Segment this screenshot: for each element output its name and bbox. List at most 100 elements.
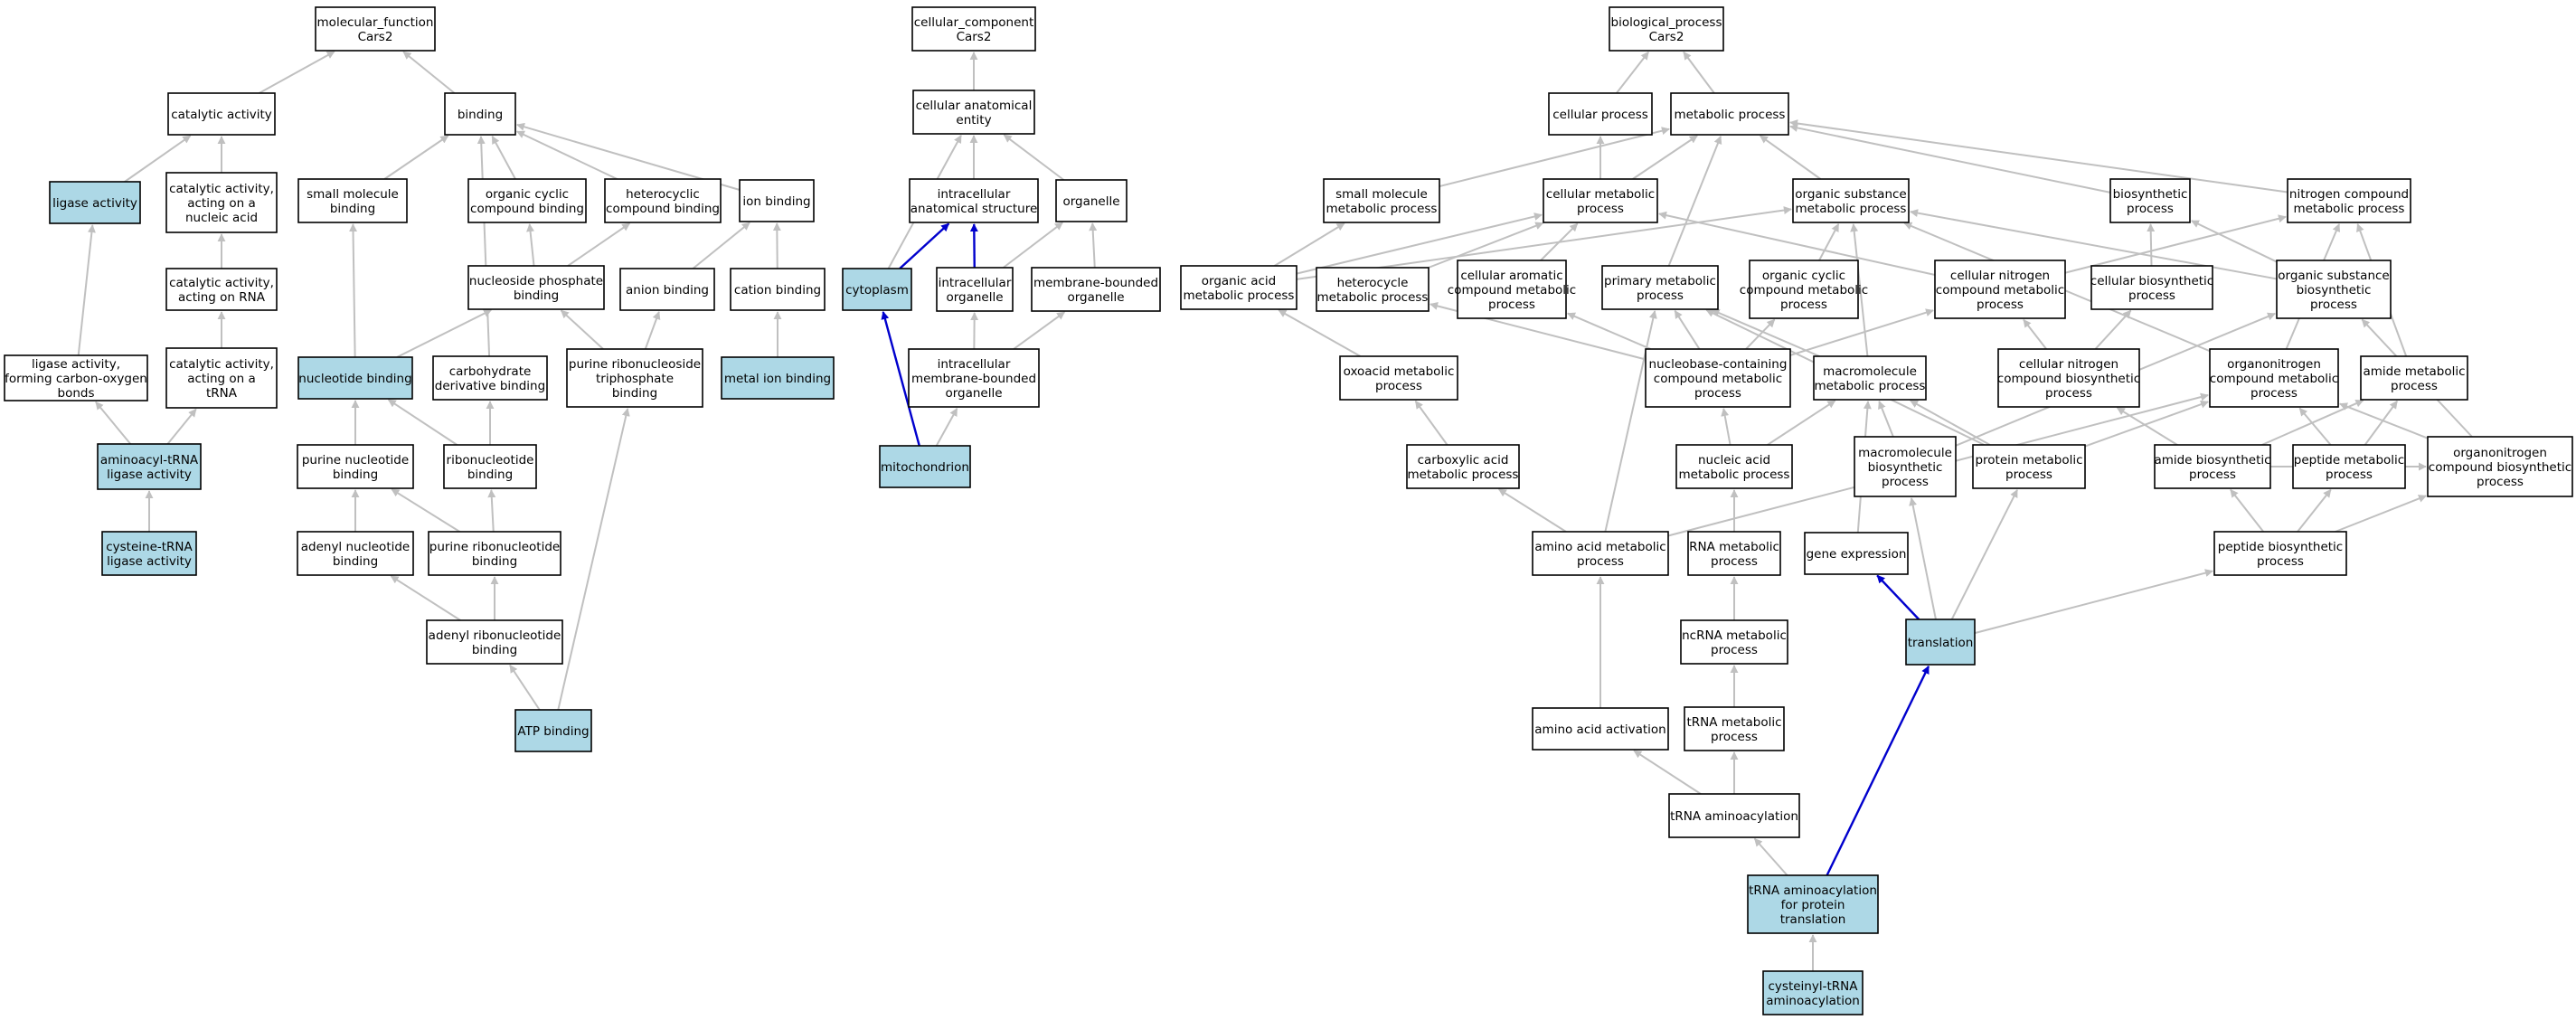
edge-orgnbp-to-orgnmp: [2339, 402, 2429, 439]
go-term-label-line: process: [2250, 386, 2298, 401]
go-term-label: organelle: [1062, 194, 1119, 209]
edge-aamp-to-carbmp: [1497, 488, 1567, 533]
edge-purribtri-to-nucphos: [560, 309, 604, 350]
edge-cncmp-to-ncmp: [2064, 214, 2287, 274]
go-term-label-line: macromolecule: [1823, 364, 1917, 379]
edge-purribtri-to-anion: [644, 311, 661, 350]
go-term-label-line: cellular anatomical: [916, 99, 1033, 113]
edge-binding-to-mf: [402, 51, 456, 94]
go-term-label-line: metabolic process: [1317, 290, 1429, 305]
go-term-box: [297, 178, 408, 223]
go-term-label-line: catalytic activity,: [169, 357, 274, 372]
edge-oxomp-to-oamp: [1278, 309, 1362, 357]
go-term-label: ligase activity: [52, 196, 137, 211]
go-term-label-line: membrane-bounded: [911, 372, 1036, 386]
go-term-label-line: entity: [956, 113, 991, 128]
go-term-label-line: process: [1977, 298, 2024, 312]
go-term-label-line: organonitrogen: [2453, 446, 2547, 460]
go-term-box: [426, 619, 563, 665]
go-term-label-line: process: [2127, 202, 2174, 216]
go-term-box: [1680, 619, 1788, 665]
edge-osmp-to-metproc: [1759, 135, 1822, 180]
go-term-label-line: ATP binding: [517, 724, 589, 739]
go-term-box: [1339, 355, 1458, 401]
go-term-box: [879, 445, 971, 488]
go-term-metalion: metal ion binding: [721, 356, 835, 400]
go-term-label: cation binding: [734, 283, 821, 298]
go-term-mito: mitochondrion: [879, 445, 971, 488]
go-term-label-line: compound metabolic: [1740, 283, 1868, 298]
edge-nucphos-to-occb: [526, 223, 535, 267]
go-term-label-line: ligase activity,: [32, 357, 120, 372]
go-term-label-line: binding: [472, 643, 517, 657]
go-term-label-line: ligase activity: [107, 554, 192, 569]
go-term-label: tRNA aminoacylation: [1670, 809, 1798, 824]
edge-nucbind-to-nucphos: [396, 309, 493, 358]
go-term-label-line: Cars2: [1649, 30, 1684, 44]
go-term-label-line: peptide metabolic: [2294, 453, 2404, 468]
edge-pepbp-to-orgnbp: [2335, 495, 2427, 533]
go-term-box: [1055, 179, 1128, 222]
go-term-box: [730, 268, 826, 311]
go-term-box: [1687, 531, 1781, 576]
go-term-label-line: heterocycle: [1337, 276, 1409, 290]
go-term-box: [1804, 532, 1909, 575]
go-term-label-line: derivative binding: [435, 379, 545, 393]
edge-cbp-to-biosyn: [2147, 223, 2156, 267]
go-term-label-line: cellular process: [1552, 108, 1648, 122]
go-term-label-line: adenyl ribonucleotide: [429, 628, 561, 643]
go-term-label: ATP binding: [517, 724, 589, 739]
edge-occmp-to-osmp: [1818, 222, 1840, 261]
go-term-label-line: anatomical structure: [911, 202, 1038, 216]
go-term-box: [2360, 355, 2468, 401]
edge-aamp-to-pmp: [1604, 310, 1657, 533]
go-term-label: cellular process: [1552, 108, 1648, 122]
edge-hetmp-to-cmp: [1428, 222, 1544, 269]
go-term-label-line: organic acid: [1202, 274, 1276, 288]
go-term-label-line: compound metabolic: [1448, 283, 1576, 298]
edge-atp-to-purribtri: [557, 408, 630, 711]
edge-mito-to-cytoplasm: [881, 311, 920, 447]
go-term-label-line: cellular biosynthetic: [2090, 274, 2213, 288]
go-term-label-line: process: [2477, 475, 2524, 489]
go-term-box: [443, 444, 537, 489]
go-term-label-line: membrane-bounded: [1033, 276, 1158, 290]
go-term-label-line: metabolic process: [1815, 379, 1926, 393]
go-term-label: catalytic activity: [171, 108, 272, 122]
edge-macromp-to-osmp: [1850, 223, 1869, 357]
go-term-box: [566, 348, 703, 408]
go-term-label-line: binding: [330, 202, 375, 216]
go-term-cat_rna: catalytic activity,acting on RNA: [165, 268, 278, 311]
